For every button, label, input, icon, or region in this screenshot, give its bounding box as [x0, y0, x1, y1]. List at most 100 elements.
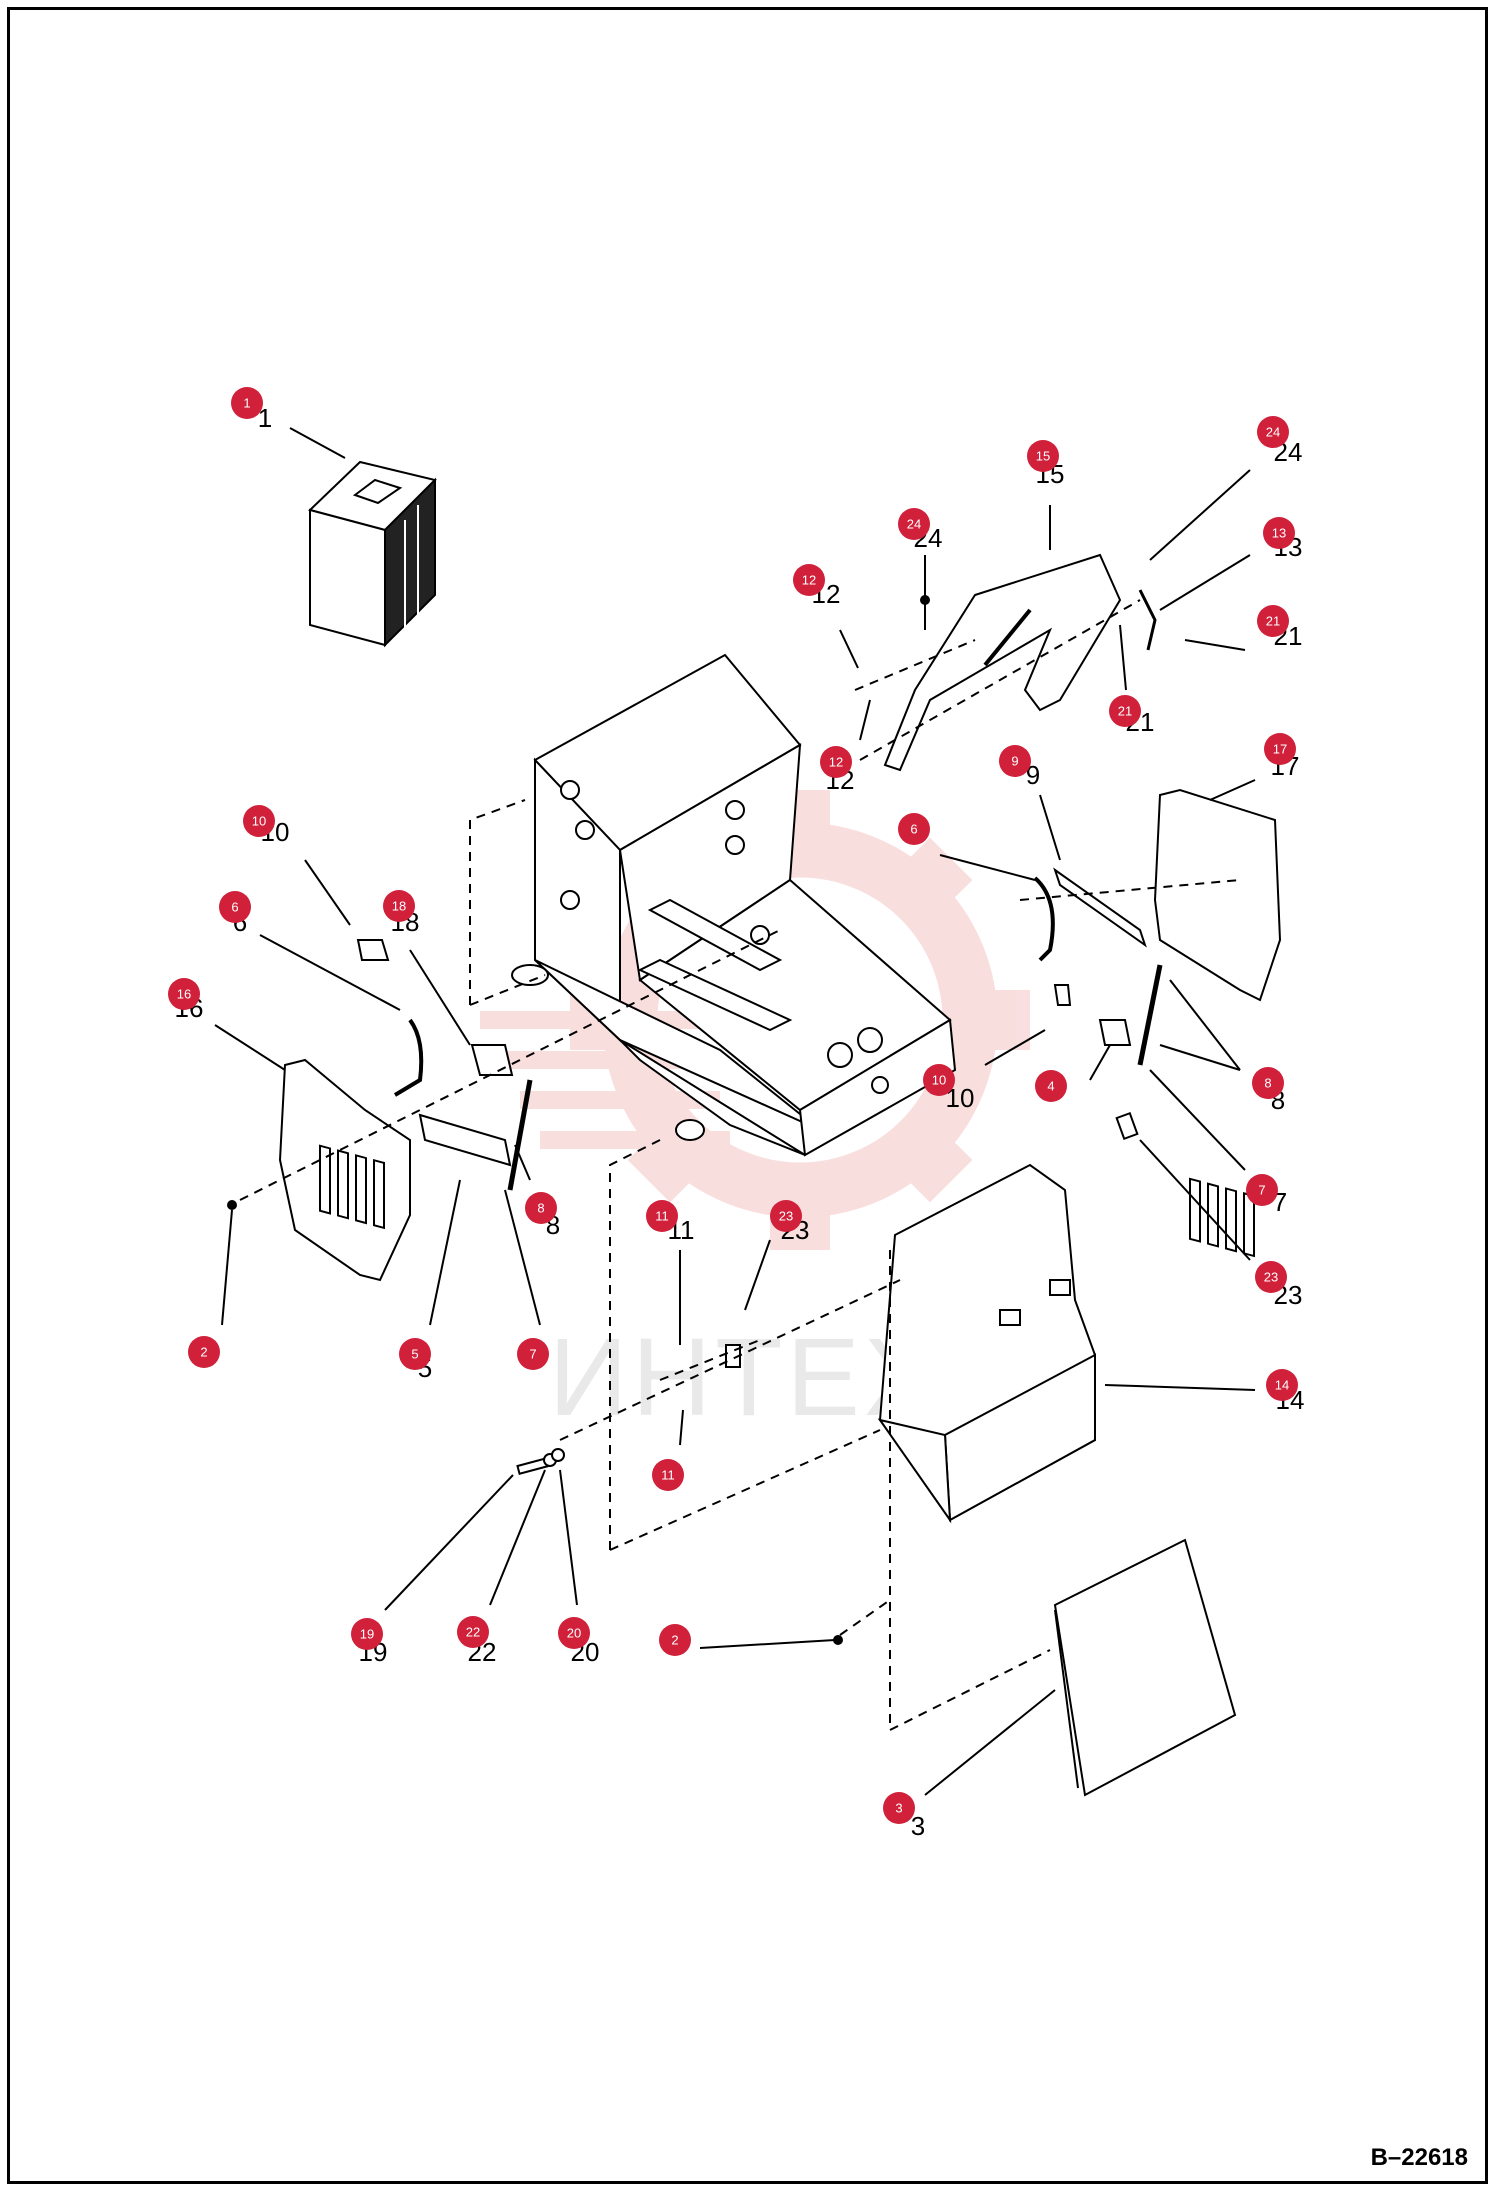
- callout-label: 11: [655, 1209, 669, 1224]
- callout-7[interactable]: 7: [1246, 1174, 1278, 1206]
- callout-21[interactable]: 21: [1109, 695, 1141, 727]
- callout-18[interactable]: 18: [383, 890, 415, 922]
- callout-4[interactable]: 4: [1035, 1070, 1067, 1102]
- callout-circle[interactable]: [659, 1624, 691, 1656]
- hardware-parts: [227, 595, 1139, 1645]
- callout-label: 17: [1273, 742, 1287, 757]
- callout-2[interactable]: 2: [188, 1336, 220, 1368]
- callout-21[interactable]: 21: [1257, 605, 1289, 637]
- part-3-plate: [1053, 1538, 1237, 1797]
- callout-circle[interactable]: [898, 508, 930, 540]
- callout-label: 24: [907, 517, 921, 532]
- callout-10[interactable]: 10: [923, 1064, 955, 1096]
- callout-circle[interactable]: [1252, 1067, 1284, 1099]
- callout-19[interactable]: 19: [351, 1618, 383, 1650]
- callout-circle[interactable]: [243, 805, 275, 837]
- callout-label: 6: [231, 900, 238, 915]
- callout-5[interactable]: 5: [399, 1338, 431, 1370]
- callout-circle[interactable]: [923, 1064, 955, 1096]
- callout-circle[interactable]: [517, 1338, 549, 1370]
- callout-circle[interactable]: [883, 1792, 915, 1824]
- callout-label: 5: [411, 1347, 418, 1362]
- part-16-side-panel: [278, 1058, 411, 1282]
- callout-6[interactable]: 6: [219, 891, 251, 923]
- callout-circle[interactable]: [351, 1618, 383, 1650]
- callout-label: 19: [360, 1627, 374, 1642]
- callout-circle[interactable]: [383, 890, 415, 922]
- callout-15[interactable]: 15: [1027, 440, 1059, 472]
- callout-13[interactable]: 13: [1263, 517, 1295, 549]
- callout-label: 2: [200, 1345, 207, 1360]
- callout-circle[interactable]: [525, 1192, 557, 1224]
- callout-circle[interactable]: [231, 387, 263, 419]
- callout-20[interactable]: 20: [558, 1617, 590, 1649]
- callout-circle[interactable]: [1109, 695, 1141, 727]
- callout-22[interactable]: 22: [457, 1616, 489, 1648]
- callout-circle[interactable]: [898, 813, 930, 845]
- callout-label: 20: [567, 1626, 581, 1641]
- callout-circle[interactable]: [1246, 1174, 1278, 1206]
- callout-circle[interactable]: [1255, 1261, 1287, 1293]
- part-14-housing: [877, 1163, 1096, 1524]
- callout-circle[interactable]: [652, 1459, 684, 1491]
- callout-9[interactable]: 9: [999, 745, 1031, 777]
- callout-circle[interactable]: [793, 564, 825, 596]
- part-17-side-panel: [1153, 788, 1282, 1258]
- callout-circle[interactable]: [1266, 1369, 1298, 1401]
- leader-lines: [214, 427, 1256, 1796]
- callout-1[interactable]: 1: [231, 387, 263, 419]
- callout-2[interactable]: 2: [659, 1624, 691, 1656]
- callout-14[interactable]: 14: [1266, 1369, 1298, 1401]
- part-number-text: 1: [258, 403, 272, 433]
- callout-3[interactable]: 3: [883, 1792, 915, 1824]
- callout-17[interactable]: 17: [1264, 733, 1296, 765]
- callout-24[interactable]: 24: [898, 508, 930, 540]
- callout-label: 14: [1275, 1378, 1289, 1393]
- callout-circle[interactable]: [1035, 1070, 1067, 1102]
- callout-circle[interactable]: [1257, 605, 1289, 637]
- callout-7[interactable]: 7: [517, 1338, 549, 1370]
- callout-label: 7: [529, 1347, 536, 1362]
- callout-24[interactable]: 24: [1257, 416, 1289, 448]
- callout-8[interactable]: 8: [1252, 1067, 1284, 1099]
- callout-circle[interactable]: [168, 978, 200, 1010]
- callout-label: 24: [1266, 425, 1280, 440]
- callout-label: 2: [671, 1633, 678, 1648]
- callout-circle[interactable]: [457, 1616, 489, 1648]
- small-parts: [356, 589, 1163, 1191]
- callout-circle[interactable]: [1257, 416, 1289, 448]
- callout-label: 8: [537, 1201, 544, 1216]
- callout-label: 1: [243, 396, 250, 411]
- main-frame: [511, 653, 957, 1157]
- callout-23[interactable]: 23: [1255, 1261, 1287, 1293]
- callout-11[interactable]: 11: [646, 1200, 678, 1232]
- callout-circle[interactable]: [646, 1200, 678, 1232]
- callout-label: 21: [1118, 704, 1132, 719]
- callout-circle[interactable]: [1264, 733, 1296, 765]
- callout-label: 10: [932, 1073, 946, 1088]
- callout-circle[interactable]: [770, 1200, 802, 1232]
- callout-6[interactable]: 6: [898, 813, 930, 845]
- callout-label: 12: [829, 755, 843, 770]
- callout-circle[interactable]: [1263, 517, 1295, 549]
- callout-12[interactable]: 12: [793, 564, 825, 596]
- callout-10[interactable]: 10: [243, 805, 275, 837]
- callout-label: 16: [177, 987, 191, 1002]
- callout-label: 22: [466, 1625, 480, 1640]
- callout-23[interactable]: 23: [770, 1200, 802, 1232]
- callout-8[interactable]: 8: [525, 1192, 557, 1224]
- callout-label: 7: [1258, 1183, 1265, 1198]
- callout-circle[interactable]: [399, 1338, 431, 1370]
- callout-12[interactable]: 12: [820, 746, 852, 778]
- callout-circle[interactable]: [558, 1617, 590, 1649]
- callout-11[interactable]: 11: [652, 1459, 684, 1491]
- callout-label: 23: [779, 1209, 793, 1224]
- callout-circle[interactable]: [188, 1336, 220, 1368]
- callout-circle[interactable]: [999, 745, 1031, 777]
- callout-circle[interactable]: [820, 746, 852, 778]
- callout-circle[interactable]: [219, 891, 251, 923]
- callout-label: 12: [802, 573, 816, 588]
- callout-circle[interactable]: [1027, 440, 1059, 472]
- callout-16[interactable]: 16: [168, 978, 200, 1010]
